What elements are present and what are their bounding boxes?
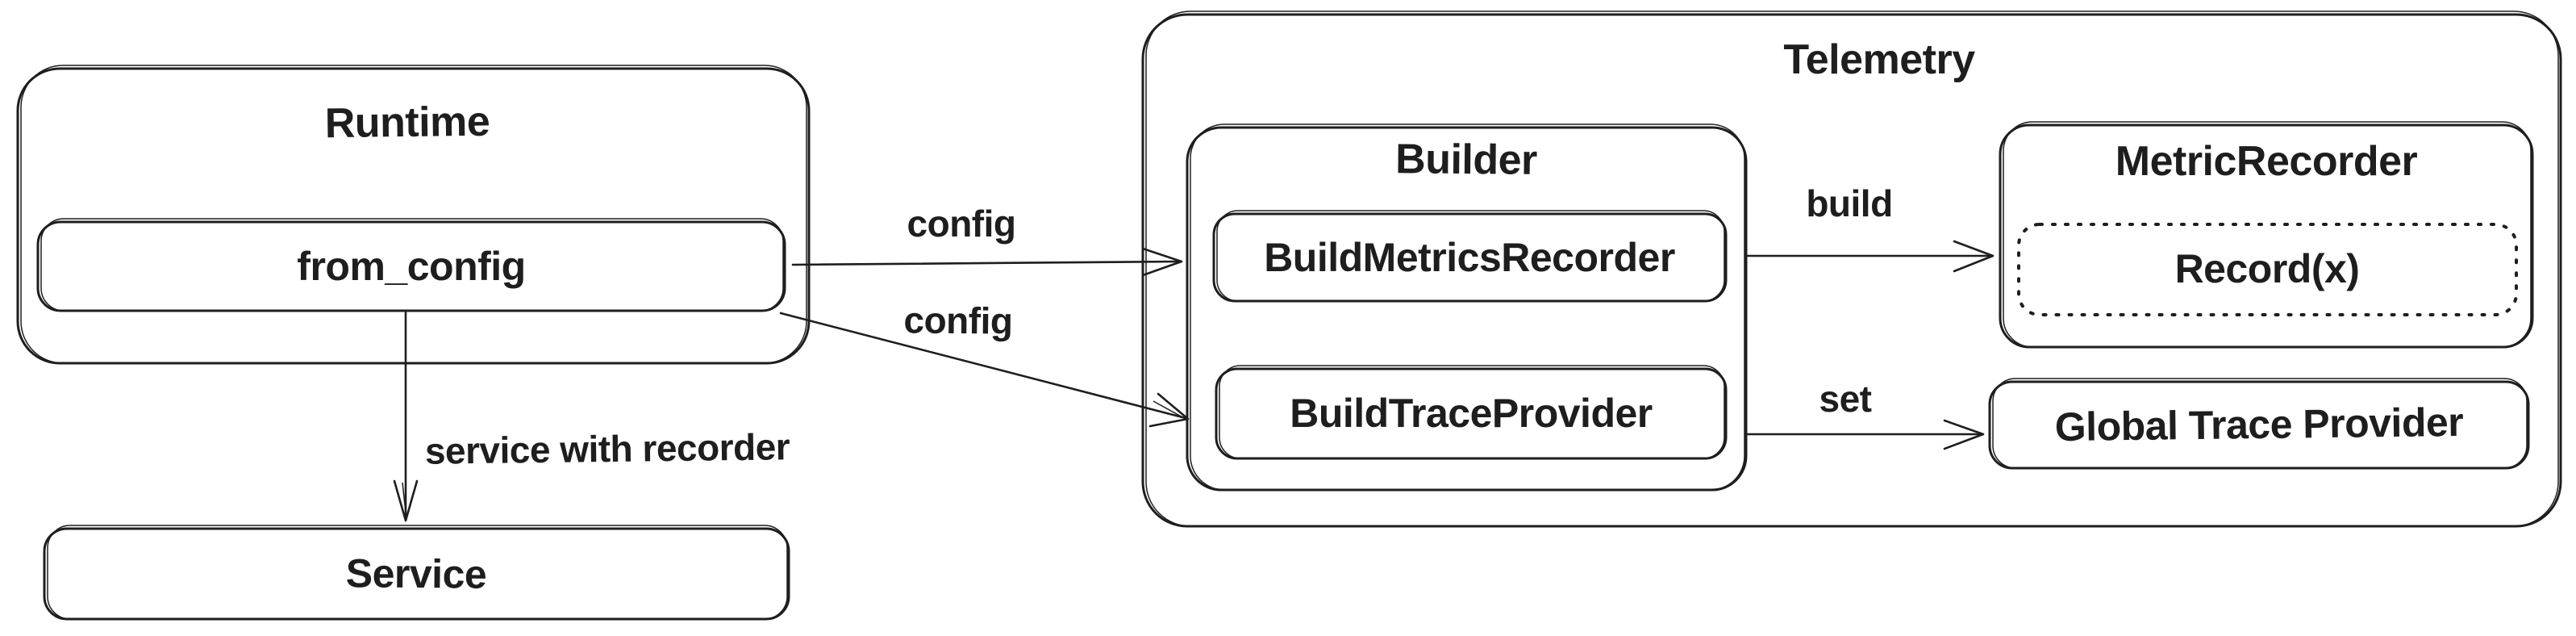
metric-recorder-box [1999,121,2534,349]
service-with-recorder-edge-label: service with recorder [424,425,790,472]
service-label: Service [345,550,487,597]
global-trace-provider-label: Global Trace Provider [2054,399,2464,450]
build-metrics-recorder-box [1212,210,1728,303]
build-metrics-recorder-label: BuildMetricsRecorder [1264,235,1675,280]
telemetry-title: Telemetry [1783,36,1975,83]
set-arrow [1744,419,1985,450]
runtime-box [16,65,811,365]
service-box [43,525,790,621]
service-with-recorder-arrow [393,311,419,522]
builder-box [1186,123,1748,492]
build-trace-provider-box [1215,365,1728,460]
builder-title: Builder [1394,136,1538,184]
record-x-label: Record(x) [2174,246,2360,291]
telemetry-box [1141,10,2562,528]
from-config-label: from_config [297,244,526,289]
config-arrow-trace [779,312,1190,428]
config-edge-label-trace: config [903,299,1013,342]
global-trace-provider-box [1988,378,2530,470]
build-trace-provider-label: BuildTraceProvider [1290,391,1653,436]
config-edge-label-metrics: config [907,203,1016,245]
metric-recorder-title: MetricRecorder [2115,138,2418,185]
set-edge-label: set [1819,378,1872,420]
config-arrow-metrics [791,247,1183,277]
build-arrow [1744,240,1995,273]
runtime-title: Runtime [324,98,490,148]
from-config-box [36,218,786,312]
build-edge-label: build [1806,182,1893,224]
